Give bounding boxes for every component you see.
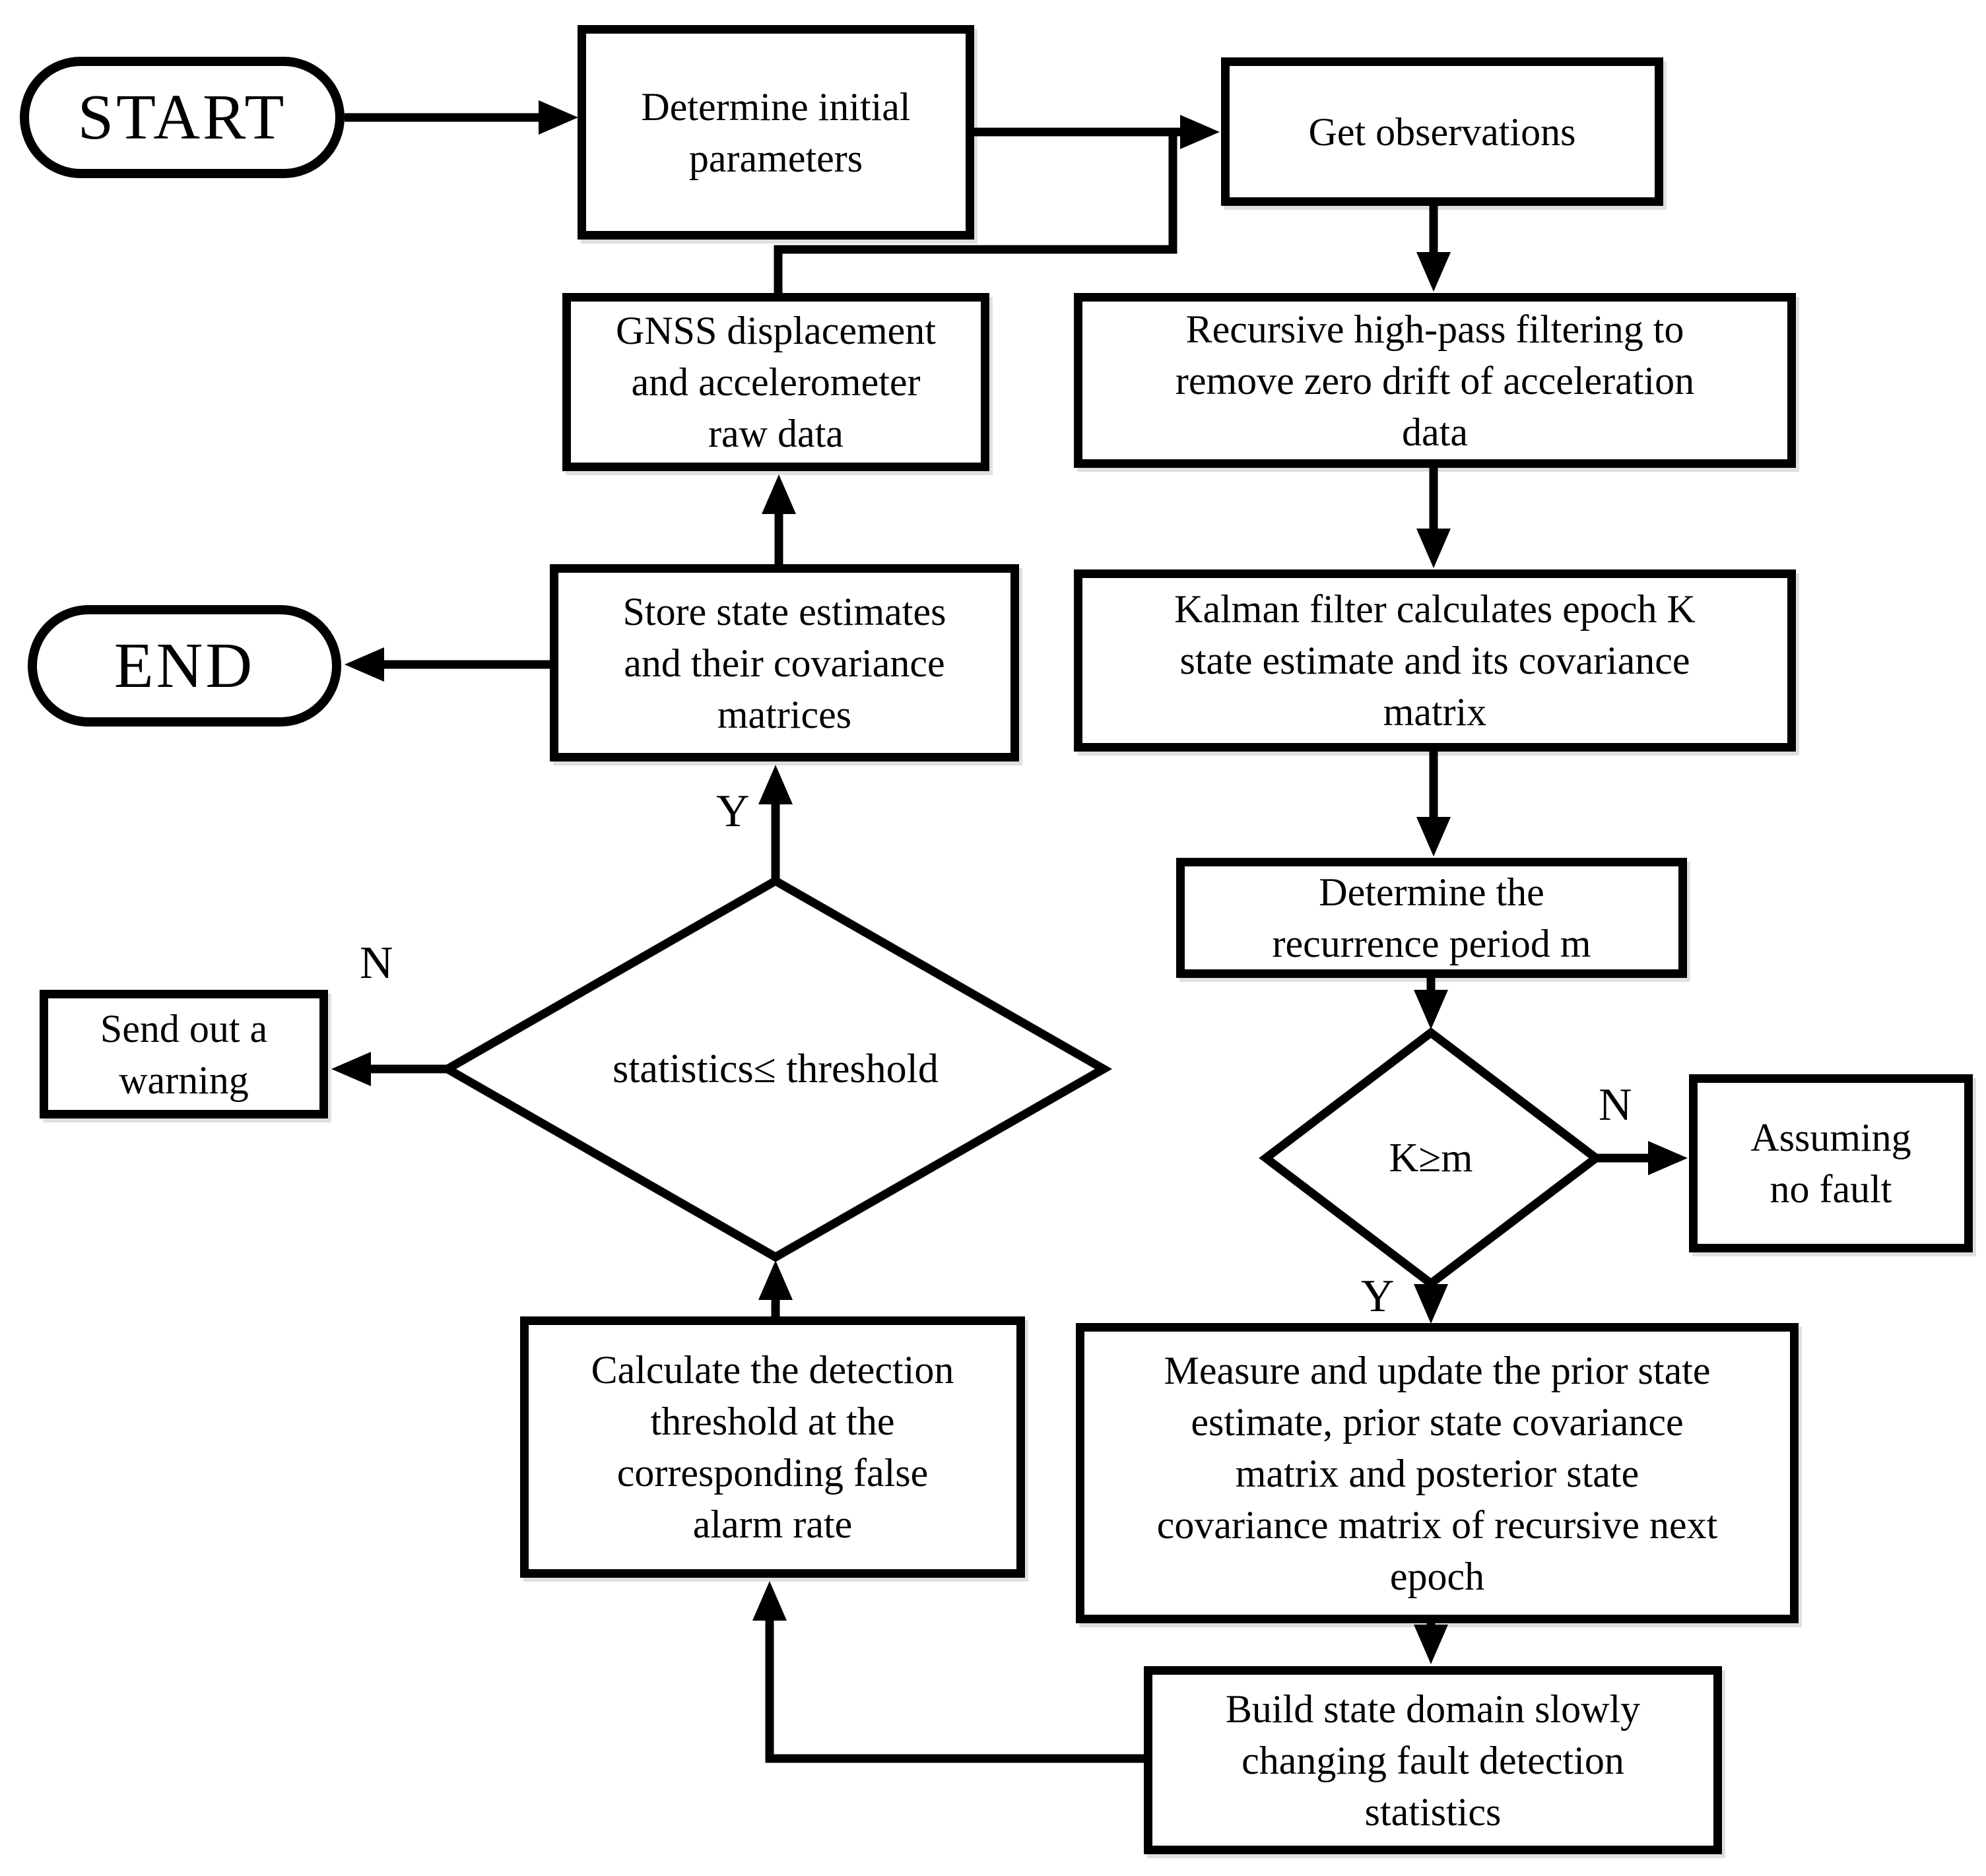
decision-k-ge-m-label: K≥m <box>1389 1135 1473 1181</box>
edge-store-estimates-to-gnss-raw <box>762 474 796 564</box>
node-text-line: Send out a <box>100 1006 268 1051</box>
edge-calculate-threshold-to-statistics <box>758 1260 793 1316</box>
node-text-line: remove zero drift of acceleration <box>1175 358 1695 403</box>
node-text-line: and accelerometer <box>631 360 921 404</box>
node-start-label: START <box>77 82 287 153</box>
label-statistics-yes: Y <box>716 786 750 837</box>
node-store-state-estimates: Store state estimates and their covarian… <box>550 564 1019 761</box>
node-text-line: matrices <box>717 692 852 736</box>
node-build-fault-detection-statistics: Build state domain slowly changing fault… <box>1144 1666 1722 1854</box>
node-end: END <box>28 605 341 727</box>
node-send-out-warning: Send out a warning <box>40 990 328 1118</box>
node-text-line: alarm rate <box>692 1503 853 1546</box>
node-text-line: Store state estimates <box>622 589 946 633</box>
decision-statistics-threshold-label: statistics≤ threshold <box>612 1046 939 1091</box>
edge-build-statistics-to-calculate-threshold <box>752 1581 1144 1763</box>
edge-get-observations-to-recursive-filter <box>1416 206 1451 292</box>
edge-statistics-no-to-send-warning <box>331 1052 447 1086</box>
node-text-line: Get observations <box>1308 110 1576 154</box>
node-text-line: statistics <box>1364 1790 1502 1834</box>
label-statistics-no: N <box>360 938 393 988</box>
node-text-line: covariance matrix of recursive next <box>1156 1503 1718 1547</box>
node-text-line: Measure and update the prior state <box>1164 1348 1711 1392</box>
decision-statistics-threshold-shape <box>438 876 1113 1262</box>
node-kalman-filter: Kalman filter calculates epoch K state e… <box>1074 569 1796 752</box>
node-end-label: END <box>114 630 255 701</box>
node-determine-recurrence-period: Determine the recurrence period m <box>1176 858 1687 978</box>
label-k-ge-m-no: N <box>1599 1080 1632 1130</box>
edge-gnss-raw-to-observation-flow <box>774 132 1177 295</box>
node-get-observations: Get observations <box>1221 57 1663 206</box>
node-text-line: Assuming <box>1750 1116 1911 1159</box>
node-text-line: recurrence period m <box>1272 922 1591 965</box>
node-text-line: and their covariance <box>624 641 945 685</box>
label-k-ge-m-yes: Y <box>1361 1271 1395 1322</box>
node-calculate-detection-threshold: Calculate the detection threshold at the… <box>520 1316 1025 1578</box>
node-text-line: threshold at the <box>650 1400 895 1443</box>
node-text-line: raw data <box>708 412 844 455</box>
edge-determine-initial-to-get-observations <box>974 115 1220 149</box>
node-text-line: warning <box>119 1058 249 1102</box>
node-text-line: Kalman filter calculates epoch K <box>1174 587 1696 631</box>
edge-recursive-filter-to-kalman <box>1416 468 1451 568</box>
edge-start-to-determine-initial <box>345 100 578 135</box>
node-text-line: matrix and posterior state <box>1235 1451 1639 1495</box>
edge-kalman-to-determine-recurrence <box>1416 752 1451 857</box>
node-assuming-no-fault: Assuming no fault <box>1689 1074 1973 1252</box>
node-text-line: Calculate the detection <box>591 1348 954 1392</box>
node-text-line: epoch <box>1389 1554 1485 1598</box>
node-measure-and-update: Measure and update the prior state estim… <box>1076 1323 1799 1623</box>
edge-k-ge-m-yes-to-measure-update <box>1414 1283 1448 1324</box>
node-text-line: parameters <box>688 136 863 180</box>
node-text-line: Determine initial <box>641 84 911 129</box>
edge-statistics-yes-to-store-estimates <box>758 765 793 881</box>
node-gnss-raw-data: GNSS displacement and accelerometer raw … <box>562 293 989 471</box>
node-text-line: matrix <box>1383 690 1487 734</box>
edge-store-estimates-to-end <box>345 647 550 682</box>
node-text-line: Determine the <box>1319 870 1544 914</box>
node-text-line: Build state domain slowly <box>1225 1687 1641 1731</box>
node-text-line: estimate, prior state covariance <box>1191 1400 1684 1444</box>
node-text-line: data <box>1402 410 1468 454</box>
node-text-line: state estimate and its covariance <box>1179 639 1690 682</box>
node-determine-initial-parameters: Determine initial parameters <box>578 25 974 240</box>
node-text-line: corresponding false <box>616 1451 929 1495</box>
node-text-line: no fault <box>1770 1167 1892 1211</box>
node-recursive-high-pass-filtering: Recursive high-pass filtering to remove … <box>1074 293 1796 468</box>
edge-k-ge-m-no-to-assuming-no-fault <box>1596 1141 1688 1175</box>
edge-determine-recurrence-to-k-ge-m <box>1414 978 1448 1029</box>
node-text-line: Recursive high-pass filtering to <box>1185 307 1684 351</box>
edge-measure-update-to-build-statistics <box>1414 1623 1448 1664</box>
node-text-line: GNSS displacement <box>616 309 936 352</box>
node-text-line: changing fault detection <box>1241 1738 1624 1782</box>
node-start: START <box>20 57 345 178</box>
